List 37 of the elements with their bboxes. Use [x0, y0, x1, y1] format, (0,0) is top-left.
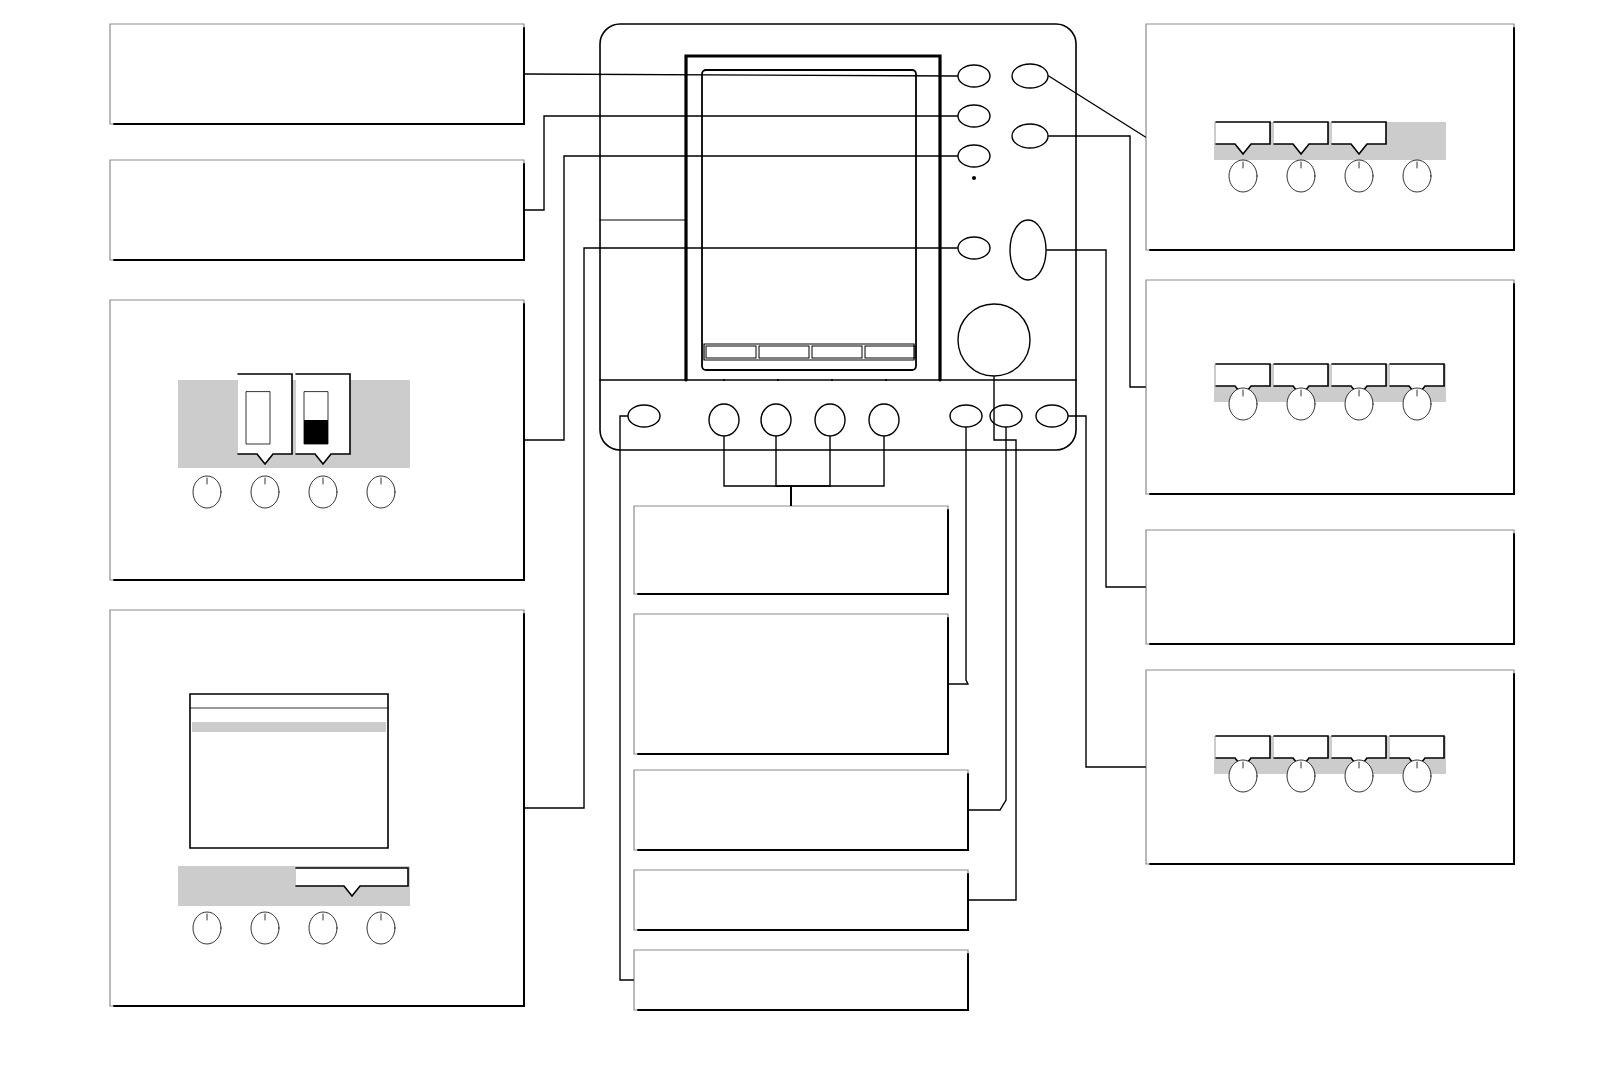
button — [1011, 123, 1049, 149]
leader-line — [1048, 75, 1147, 138]
leader-line — [947, 427, 970, 685]
callout-box — [109, 159, 525, 261]
button — [760, 403, 792, 437]
button — [708, 403, 740, 437]
callout-box — [109, 23, 525, 125]
button — [1009, 219, 1047, 281]
callout-box — [633, 613, 949, 755]
button — [1035, 404, 1069, 428]
button — [957, 236, 991, 260]
callout-box — [1145, 529, 1515, 645]
leader-line — [523, 155, 958, 441]
leader-line — [1068, 415, 1147, 768]
button — [989, 404, 1023, 428]
leader-line — [1046, 249, 1147, 588]
callout-box — [633, 869, 969, 931]
trackpad — [957, 303, 1031, 377]
leader-line — [523, 115, 958, 211]
leader-line — [967, 427, 1007, 811]
button — [627, 404, 661, 428]
leader-line — [1048, 135, 1147, 388]
leader-line — [523, 73, 958, 77]
leader-line — [967, 376, 1017, 901]
button — [949, 404, 983, 428]
callout-box — [633, 505, 949, 595]
leader-line — [790, 436, 885, 507]
button — [814, 403, 846, 437]
leader-line — [619, 415, 635, 981]
callout-box — [633, 949, 969, 1011]
leader-line — [523, 247, 958, 809]
button — [957, 104, 991, 128]
button — [957, 64, 991, 88]
callout-box — [633, 769, 969, 851]
button — [957, 144, 991, 168]
button — [1011, 63, 1049, 89]
button — [868, 403, 900, 437]
